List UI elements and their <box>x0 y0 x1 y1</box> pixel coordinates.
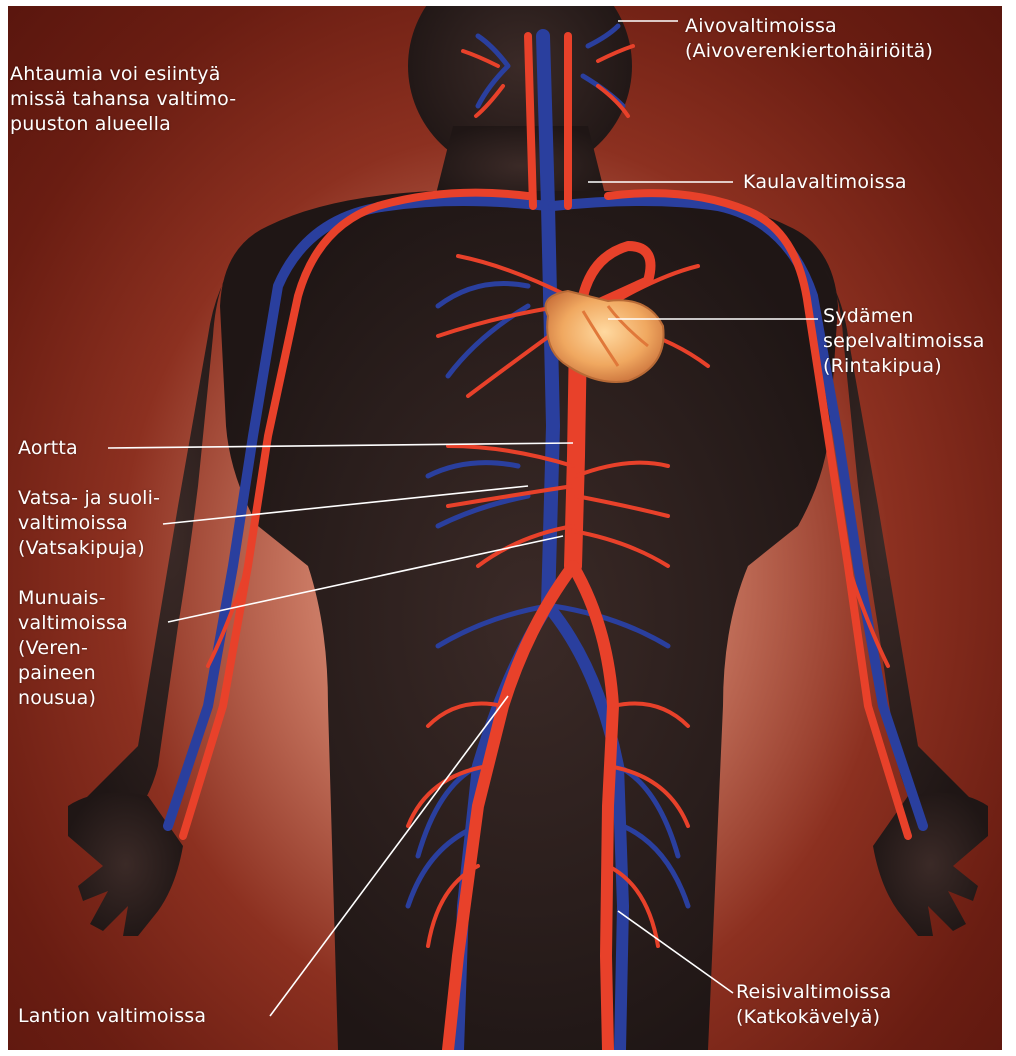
label-brain-arteries: Aivovaltimoissa (Aivoverenkiertohäiriöit… <box>685 14 933 64</box>
label-coronary-arteries: Sydämen sepelvaltimoissa (Rintakipua) <box>823 304 985 379</box>
label-carotid-arteries: Kaulavaltimoissa <box>743 170 907 195</box>
label-pelvic-arteries: Lantion valtimoissa <box>18 1004 206 1029</box>
label-aorta: Aortta <box>18 436 78 461</box>
label-femoral-arteries: Reisivaltimoissa (Katkokävelyä) <box>736 980 891 1030</box>
anatomy-illustration: Ahtaumia voi esiintyä missä tahansa valt… <box>8 6 1002 1050</box>
label-renal-arteries: Munuais- valtimoissa (Veren- paineen nou… <box>18 586 128 711</box>
label-abdominal-arteries: Vatsa- ja suoli- valtimoissa (Vatsakipuj… <box>18 486 160 561</box>
intro-note: Ahtaumia voi esiintyä missä tahansa valt… <box>10 62 236 137</box>
